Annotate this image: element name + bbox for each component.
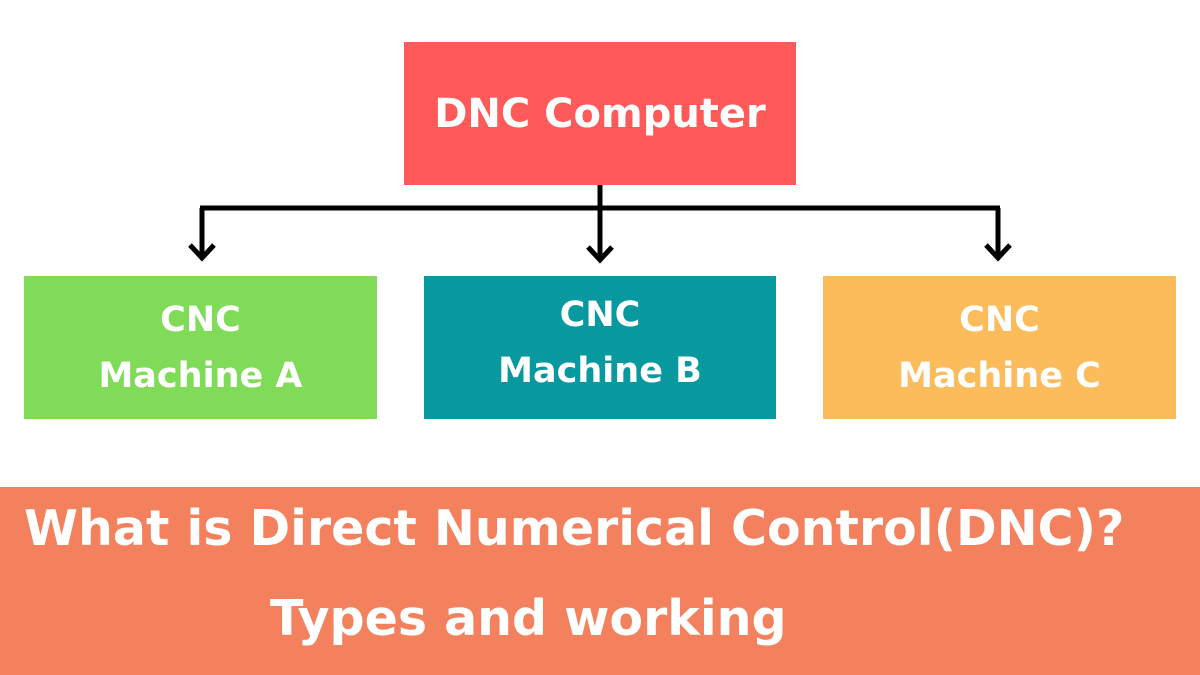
cnc-machine-c-node: CNC Machine C <box>823 276 1176 419</box>
banner-title: What is Direct Numerical Control(DNC)? <box>24 500 1125 557</box>
arrowhead-a <box>188 243 216 262</box>
cnc-machine-b-line1: CNC <box>559 294 641 335</box>
cnc-machine-a-line2: Machine A <box>98 355 303 396</box>
cnc-machine-c-line1: CNC <box>959 299 1040 340</box>
cnc-machine-c-line2: Machine C <box>898 355 1101 396</box>
cnc-machine-b-node: CNC Machine B <box>424 276 776 419</box>
cnc-machine-a-node: CNC Machine A <box>24 276 377 419</box>
cnc-machine-a-line1: CNC <box>160 299 241 340</box>
cnc-machine-b-line2: Machine B <box>498 350 702 391</box>
arrowhead-b <box>586 245 614 264</box>
dnc-computer-node: DNC Computer <box>404 42 796 185</box>
title-banner: What is Direct Numerical Control(DNC)? T… <box>0 487 1200 675</box>
dnc-computer-label: DNC Computer <box>434 90 766 137</box>
banner-subtitle: Types and working <box>270 590 787 647</box>
arrowhead-c <box>984 243 1012 262</box>
